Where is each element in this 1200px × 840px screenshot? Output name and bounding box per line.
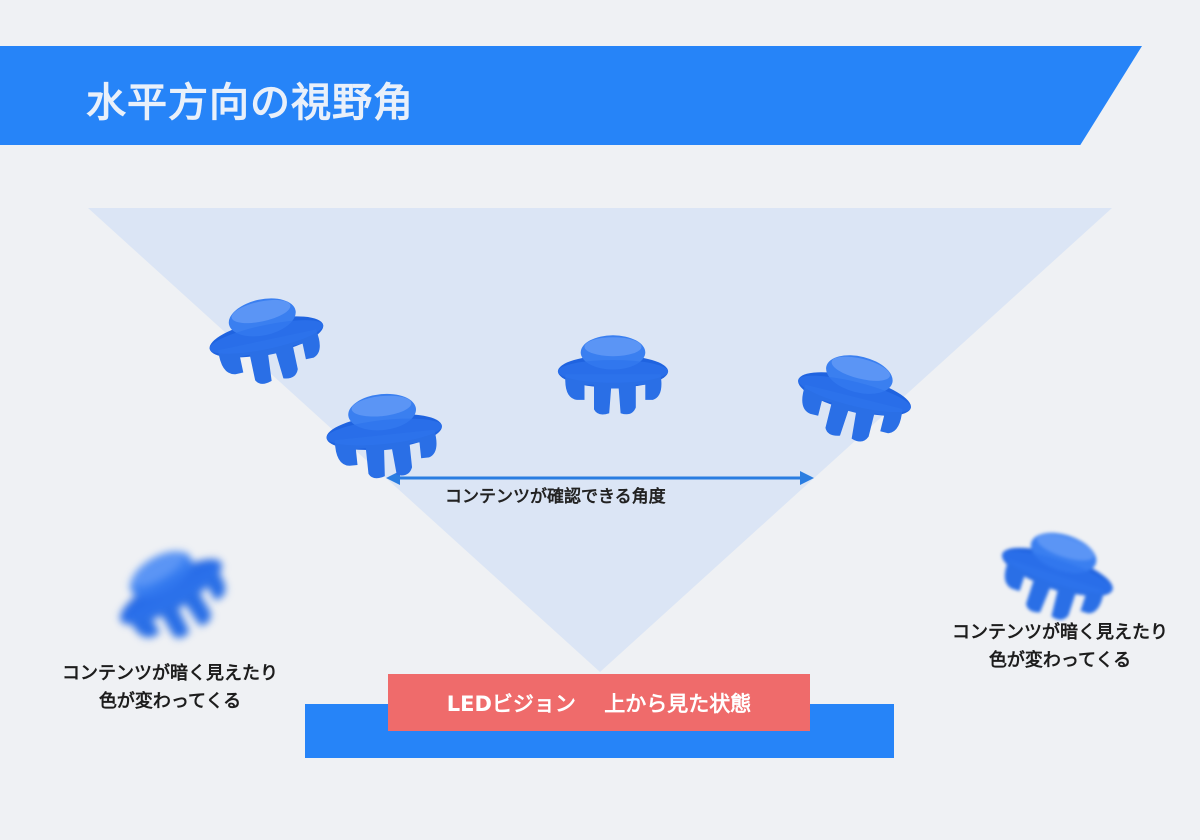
left-note-line1: コンテンツが暗く見えたり xyxy=(62,663,278,684)
viewer-figure-icon xyxy=(101,529,244,660)
right-note-line2: 色が変わってくる xyxy=(988,650,1132,671)
right-note: コンテンツが暗く見えたり 色が変わってくる xyxy=(920,619,1200,675)
left-note: コンテンツが暗く見えたり 色が変わってくる xyxy=(30,660,310,716)
left-note-line2: 色が変わってくる xyxy=(98,691,242,712)
title-banner xyxy=(0,46,1142,145)
viewer-figure-icon xyxy=(988,517,1125,633)
visible-range-label: コンテンツが確認できる角度 xyxy=(445,487,666,507)
arrow-head-right xyxy=(800,471,814,485)
arrow-head-left xyxy=(386,471,400,485)
right-note-line1: コンテンツが暗く見えたり xyxy=(952,622,1168,643)
led-vision-label: LEDビジョン 上から見た状態 xyxy=(388,674,810,731)
visible-cone xyxy=(88,208,1112,672)
page-title: 水平方向の視野角 xyxy=(86,80,414,126)
